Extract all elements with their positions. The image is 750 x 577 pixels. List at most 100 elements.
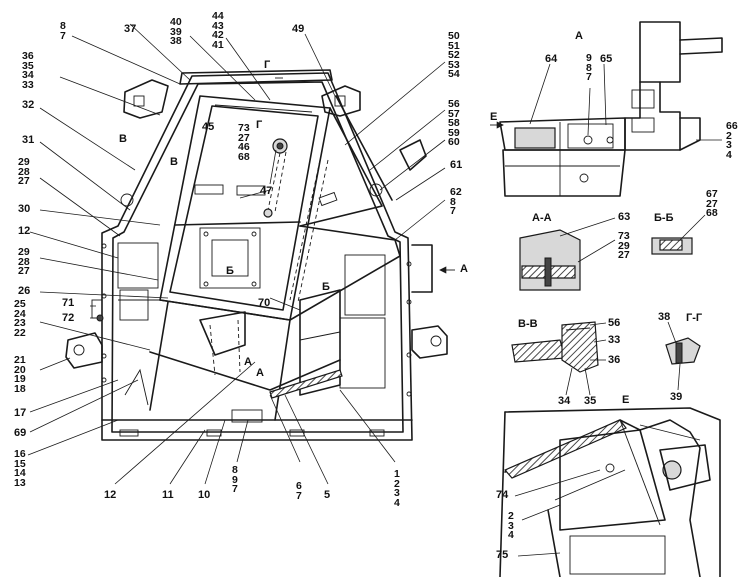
callout-number: 27 <box>238 131 250 144</box>
view-a-drawing <box>490 21 723 197</box>
callout-number: 68 <box>706 207 718 219</box>
view-a-arrow-label: А <box>460 263 468 275</box>
cut-g-label: Г <box>264 59 271 71</box>
section-gg-drawing <box>665 321 701 391</box>
callout-number: 7 <box>450 205 456 217</box>
cut-g-small-label: Г <box>256 119 263 131</box>
callout-number: 22 <box>14 326 26 339</box>
callout-number: 4 <box>508 529 514 541</box>
callout-number: 53 <box>448 58 460 71</box>
callout-number: 9 <box>232 473 238 486</box>
callout-number: 21 <box>14 354 26 366</box>
callout-number: 35 <box>22 59 34 72</box>
callout-number: 16 <box>14 448 26 460</box>
callout-33: 33 <box>608 334 621 346</box>
callout-47: 47 <box>260 185 273 197</box>
callout-35: 35 <box>584 395 597 407</box>
callout-number: 24 <box>14 307 26 320</box>
section-gg-title: Г-Г <box>686 312 703 324</box>
callout-number: 38 <box>170 35 182 47</box>
callout-number: 67 <box>706 188 718 200</box>
callout-number: 7 <box>232 483 238 495</box>
callout-39: 39 <box>670 391 683 403</box>
section-aa-title: А-А <box>532 212 552 224</box>
callout-number: 13 <box>14 476 26 489</box>
callout-number: 27 <box>18 175 30 187</box>
callout-32: 32 <box>22 99 35 111</box>
callout-number: 73 <box>238 122 250 134</box>
callout-number: 51 <box>448 39 460 52</box>
cut-b2-label: Б <box>322 281 330 293</box>
callout-number: 73 <box>618 230 630 242</box>
callout-number: 3 <box>394 487 400 499</box>
callout-number: 57 <box>448 107 460 120</box>
callout-number: 59 <box>448 126 460 139</box>
callout-number: 66 <box>726 120 738 132</box>
section-bb-drawing <box>651 214 706 255</box>
callout-11: 11 <box>162 489 174 501</box>
callout-37: 37 <box>124 23 137 35</box>
leader-lines-main <box>27 23 446 485</box>
callout-number: 36 <box>22 50 34 62</box>
callout-74: 74 <box>496 489 509 501</box>
callout-number: 3 <box>508 519 514 532</box>
callout-number: 25 <box>14 298 26 310</box>
callout-number: 54 <box>448 68 460 80</box>
cut-a2-label: А <box>256 367 264 379</box>
callout-number: 2 <box>394 477 400 490</box>
callout-number: 33 <box>22 78 34 91</box>
callout-number: 28 <box>18 165 30 178</box>
callout-number: 62 <box>450 186 462 198</box>
callout-number: 43 <box>212 19 224 32</box>
section-vv-title: В-В <box>518 318 538 330</box>
callout-number: 1 <box>394 468 400 480</box>
callout-number: 8 <box>60 20 66 32</box>
callout-49: 49 <box>292 23 305 35</box>
cut-a-label: А <box>244 356 252 368</box>
section-bb-title: Б-Б <box>654 212 674 224</box>
callout-number: 29 <box>18 156 30 168</box>
callout-number: 39 <box>170 25 182 38</box>
callout-number: 4 <box>394 496 400 509</box>
callout-number: 8 <box>232 464 238 476</box>
callout-number: 41 <box>212 38 224 51</box>
cut-v-small-label: В <box>170 156 178 168</box>
callout-number: 68 <box>238 150 250 163</box>
view-e-drawing <box>499 407 721 577</box>
callout-number: 46 <box>238 141 250 153</box>
floor-panel <box>91 225 433 423</box>
callout-number: 27 <box>618 249 630 261</box>
callout-number: 14 <box>14 467 26 479</box>
view-e-arrow-label: Е <box>490 111 498 123</box>
callout-12-bottom: 12 <box>104 489 117 501</box>
view-e-title: Е <box>622 394 630 406</box>
callout-30: 30 <box>18 203 31 215</box>
callout-10: 10 <box>198 489 211 501</box>
callout-64: 64 <box>545 53 558 65</box>
callout-71: 71 <box>62 297 75 309</box>
callout-75: 75 <box>496 549 509 561</box>
callout-number: 9 <box>586 52 592 64</box>
callout-17: 17 <box>14 407 27 419</box>
callout-number: 3 <box>726 139 732 151</box>
callout-number: 2 <box>508 510 514 522</box>
section-vv-drawing <box>511 321 607 396</box>
callout-5: 5 <box>324 489 331 501</box>
callout-38: 38 <box>658 311 671 323</box>
callout-31: 31 <box>22 134 35 146</box>
main-frame <box>65 69 448 441</box>
